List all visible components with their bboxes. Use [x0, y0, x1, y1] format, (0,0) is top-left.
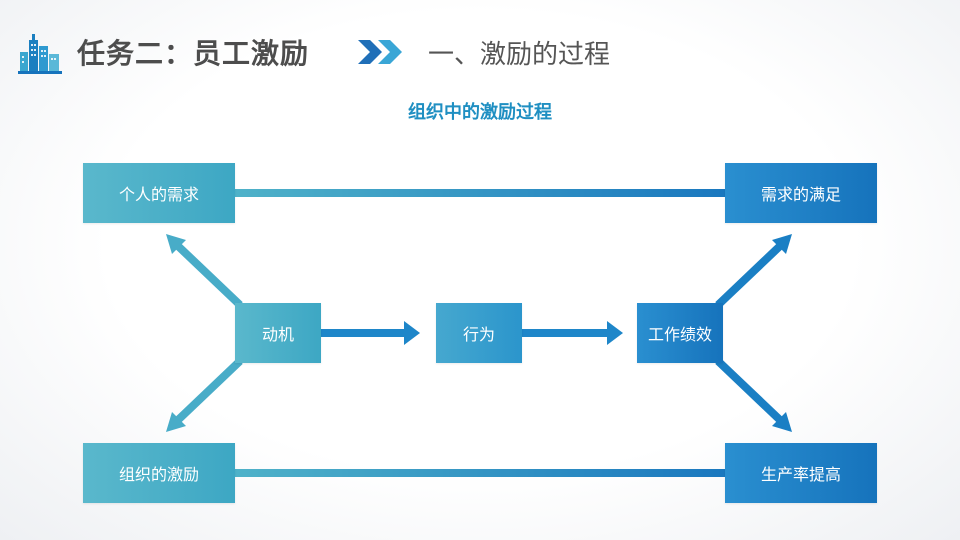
diagram-title: 组织中的激励过程 — [408, 102, 552, 123]
arrow-motive-to-behavior — [321, 321, 420, 345]
header: 任务二：员工激励 一、激励的过程 — [0, 26, 960, 78]
connector-bottom — [235, 469, 725, 477]
section-subtitle: 一、激励的过程 — [428, 40, 611, 70]
node-work-performance: 工作绩效 — [637, 303, 723, 363]
node-motivation: 动机 — [235, 303, 321, 363]
main-title: 任务二：员工激励 — [77, 37, 310, 70]
node-productivity-up: 生产率提高 — [725, 443, 877, 503]
connector-top — [235, 189, 725, 197]
arrow-motive-to-needs — [166, 234, 243, 308]
node-behavior: 行为 — [436, 303, 522, 363]
node-org-incentive: 组织的激励 — [83, 443, 235, 503]
arrow-motive-to-org-incentive — [166, 358, 243, 432]
arrow-performance-to-productivity — [715, 358, 792, 432]
arrow-performance-to-satisfaction — [715, 234, 792, 308]
node-needs-satisfied: 需求的满足 — [725, 163, 877, 223]
double-chevron-right-icon — [358, 40, 402, 64]
arrow-behavior-to-performance — [522, 321, 623, 345]
node-individual-needs: 个人的需求 — [83, 163, 235, 223]
city-buildings-icon — [18, 34, 62, 74]
